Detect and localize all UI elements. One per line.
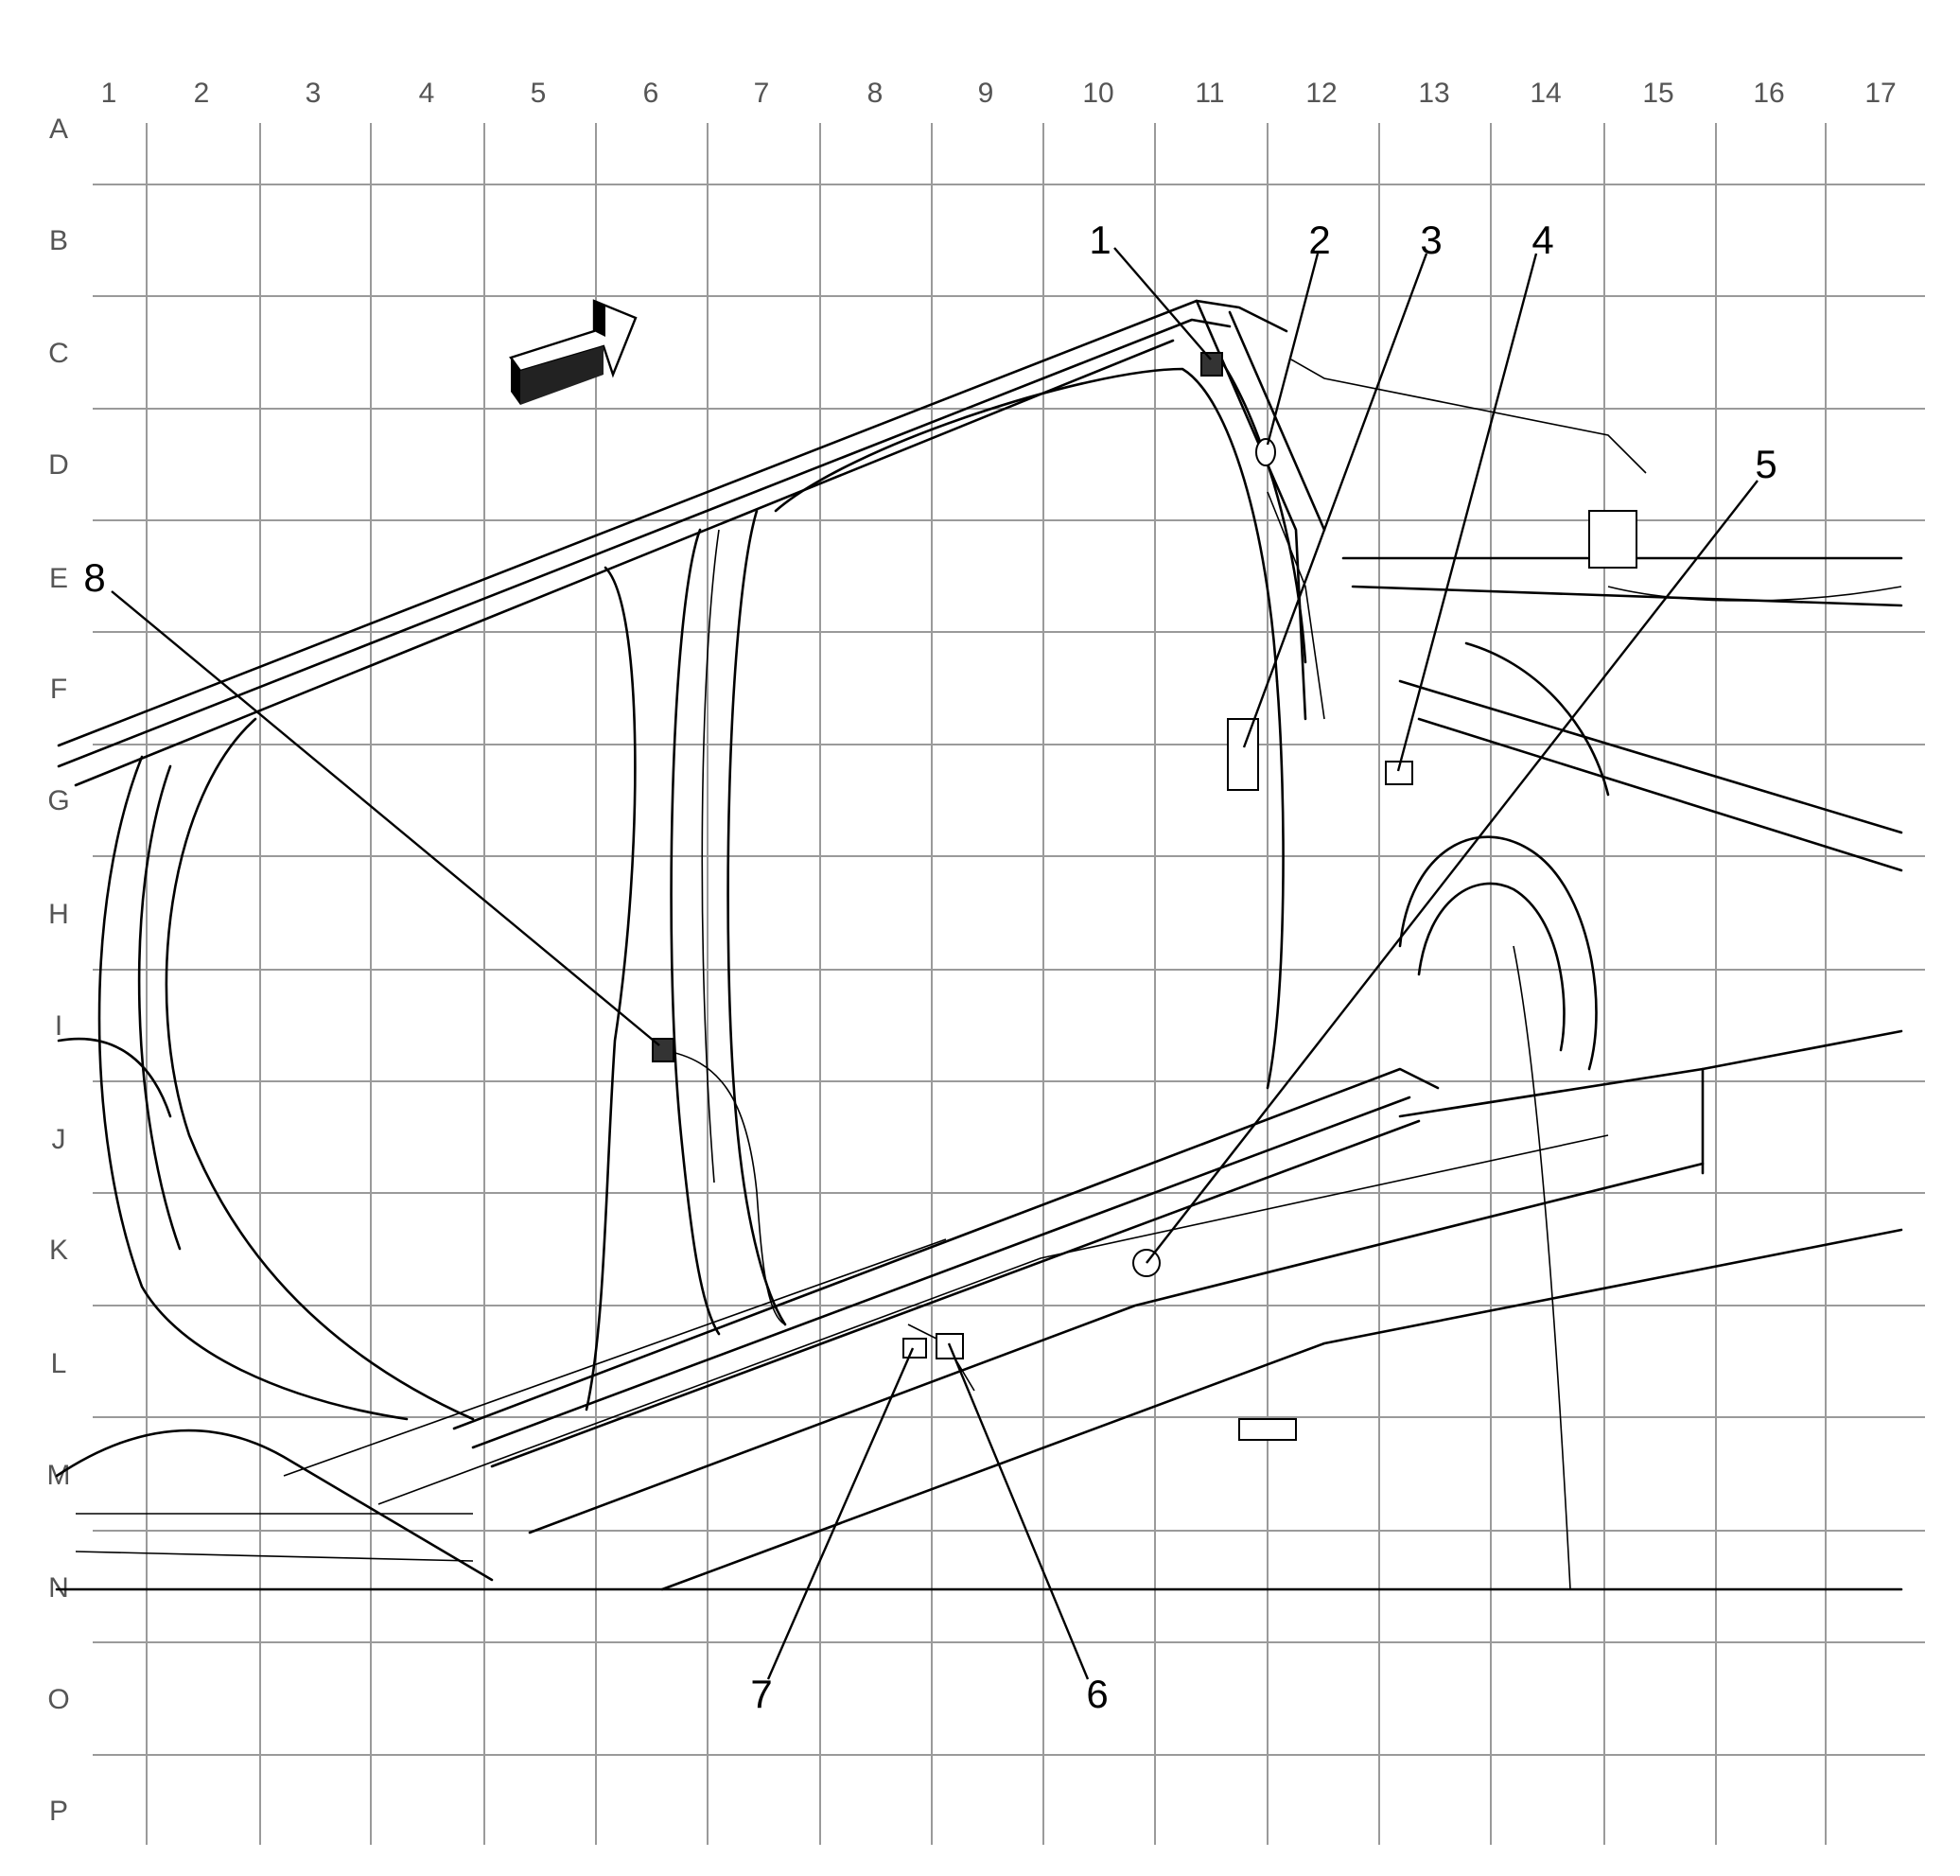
callout-number: 5 <box>1755 442 1776 486</box>
callout-number: 4 <box>1531 218 1553 262</box>
grid-column-label: 15 <box>1642 78 1673 109</box>
grid-row-label: C <box>48 338 69 369</box>
callout-leader-line <box>111 590 660 1046</box>
callout-leader-line <box>1113 247 1212 360</box>
module-floor <box>1238 1418 1297 1441</box>
grid-row-label: E <box>49 563 68 594</box>
grid-row-label: H <box>48 899 69 930</box>
grid-row-label: N <box>48 1572 69 1604</box>
grid-column-label: 5 <box>531 78 547 109</box>
callout-leader-line <box>1266 253 1320 446</box>
callout-leader-line <box>1396 253 1538 772</box>
vehicle-body-illustration <box>55 299 1903 1591</box>
grid-column-label: 10 <box>1082 78 1113 109</box>
grid-column-label: 7 <box>754 78 770 109</box>
grid-column-label: 1 <box>101 78 117 109</box>
connector-callout-3 <box>1227 718 1259 791</box>
callout-number: 7 <box>750 1672 772 1716</box>
grid-row-label: L <box>51 1348 67 1379</box>
front-direction-arrow-icon <box>509 299 638 405</box>
callout-number: 3 <box>1420 218 1442 262</box>
harness-components <box>652 352 1637 1441</box>
grid-column-label: 11 <box>1195 78 1224 109</box>
grid-row-label: J <box>52 1124 66 1155</box>
grid-column-label: 9 <box>978 78 994 109</box>
callout-leader-line <box>766 1347 915 1680</box>
grid-column-label: 2 <box>194 78 210 109</box>
grid-row-label: O <box>47 1684 69 1715</box>
grid-column-label: 14 <box>1530 78 1561 109</box>
grid-row-label: B <box>49 225 68 256</box>
callout-leader-line <box>947 1342 1090 1680</box>
callout-number: 1 <box>1089 218 1111 262</box>
grid-row-label: P <box>49 1796 68 1827</box>
reference-grid <box>93 123 1925 1845</box>
callout-number: 2 <box>1308 218 1330 262</box>
connector-callout-1 <box>1200 352 1223 377</box>
grid-row-label: F <box>50 674 67 705</box>
callout-leader-line <box>1146 480 1759 1264</box>
grid-row-label: I <box>55 1010 62 1042</box>
grid-column-label: 6 <box>643 78 659 109</box>
connector-callout-7 <box>902 1338 927 1359</box>
callout-group: 1 2 3 4 5 6 7 8 <box>83 218 1776 1716</box>
grid-column-label: 12 <box>1305 78 1337 109</box>
grid-row-label: D <box>48 449 69 481</box>
connector-callout-4 <box>1385 761 1413 785</box>
callout-number: 6 <box>1086 1672 1108 1716</box>
grid-column-label: 13 <box>1418 78 1449 109</box>
callout-number: 8 <box>83 555 105 600</box>
grid-column-label: 3 <box>306 78 322 109</box>
grid-column-label: 16 <box>1753 78 1784 109</box>
grid-column-label: 4 <box>419 78 435 109</box>
grid-row-label: K <box>49 1235 68 1266</box>
grid-column-label: 17 <box>1864 78 1896 109</box>
callout-leader-line <box>1242 253 1428 748</box>
grid-column-label: 8 <box>867 78 884 109</box>
grid-row-label: A <box>49 114 68 145</box>
connector-callout-2 <box>1255 438 1276 466</box>
grid-row-label: G <box>47 785 69 816</box>
cowl-bracket <box>1588 510 1637 569</box>
